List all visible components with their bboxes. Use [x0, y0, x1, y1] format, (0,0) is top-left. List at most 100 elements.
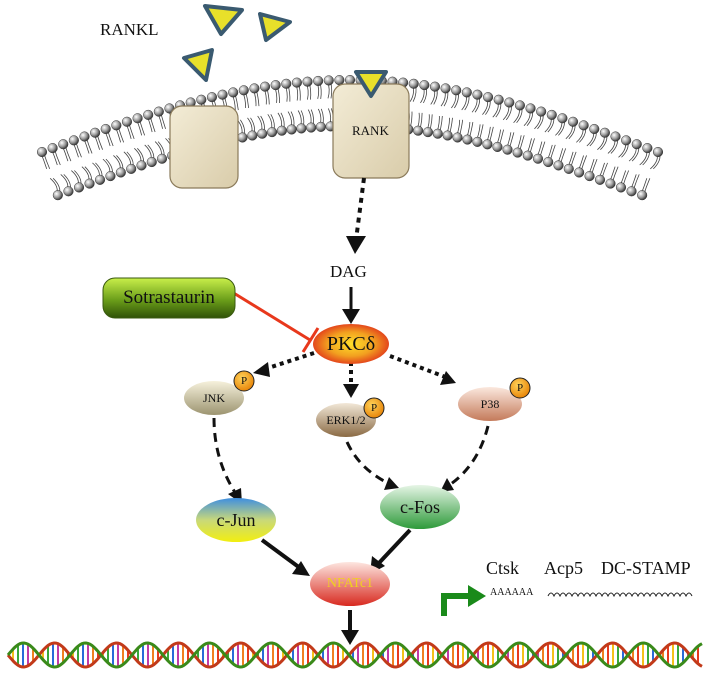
lipid-head [217, 89, 228, 100]
lipid-head [196, 94, 207, 105]
p38-phospho-badge [509, 377, 531, 399]
gene-ctsk: Ctsk [486, 558, 520, 578]
erk-label: ERK1/2 [326, 412, 366, 427]
lipid-head [472, 136, 483, 147]
lipid-head [153, 106, 164, 117]
lipid-head [315, 121, 326, 132]
lipid-head [536, 106, 547, 117]
lipid-head [546, 109, 557, 120]
lipid-head [502, 144, 513, 155]
lipid-head [94, 174, 106, 185]
lipid-head [557, 113, 568, 124]
lipid-head [525, 103, 536, 114]
cfos-label: c-Fos [400, 496, 440, 517]
lipid-head [100, 123, 111, 135]
lipid-head [493, 94, 504, 105]
lipid-head [472, 89, 483, 100]
lipid-head [143, 109, 154, 120]
lipid-head [136, 160, 147, 171]
sotrastaurin-label: Sotrastaurin [123, 287, 215, 308]
rankl-triangles [182, 4, 388, 98]
lipid-head [90, 127, 101, 138]
lipid-head [553, 160, 564, 171]
nfatc1-ellipse [310, 562, 390, 606]
lipid-head [344, 74, 356, 86]
lipid-head [419, 80, 430, 91]
lipid-head [334, 75, 345, 86]
p38-label: P38 [480, 396, 500, 411]
lipid-head [276, 125, 287, 136]
cjun-label: c-Jun [216, 509, 256, 530]
lipid-head [642, 143, 653, 154]
lipid-head [483, 92, 494, 103]
lipid-head [58, 139, 69, 150]
lipid-head [492, 141, 503, 152]
lipid-head [313, 75, 324, 86]
lipid-head [247, 130, 258, 141]
lipid-head [296, 123, 307, 134]
lipid-head [482, 139, 493, 150]
rank-label: RANK [352, 123, 389, 138]
lipid-head [68, 135, 79, 146]
lipid-head [440, 83, 451, 94]
nfatc1-label: NFATc1 [326, 576, 374, 591]
lipid-head [413, 125, 424, 136]
lipid-head [594, 174, 606, 185]
lipid-head [512, 147, 523, 158]
inhibition-line [231, 290, 311, 342]
lipid-head [79, 131, 90, 142]
lipid-head [432, 128, 443, 139]
lipid-head [206, 92, 217, 103]
lipid-head [461, 87, 472, 98]
lipid-head [652, 146, 664, 158]
pkc-delta-label: PKCδ [326, 332, 376, 355]
lipid-head [429, 81, 441, 92]
lipid-head [543, 156, 554, 168]
lipid-head [514, 100, 525, 111]
lipid-head [84, 178, 95, 189]
lipid-head [451, 85, 462, 96]
lipid-head [578, 120, 589, 131]
erk-phospho-label: P [370, 402, 378, 414]
membrane-channel [169, 105, 239, 189]
lipid-head [442, 130, 453, 141]
lipid-head [637, 190, 648, 201]
lipid-head [522, 150, 533, 161]
lipid-head [605, 178, 616, 189]
lipid-head [563, 163, 574, 174]
lipid-head [452, 132, 463, 143]
lipid-head [286, 124, 297, 135]
lipid-head [270, 80, 281, 91]
jnk-phospho-label: P [240, 375, 248, 387]
lipid-head [462, 134, 473, 145]
lipid-head [156, 153, 168, 164]
p38-ellipse [458, 387, 522, 421]
lipid-head [291, 77, 302, 88]
lipid-head [237, 132, 248, 143]
lipid-head [121, 116, 133, 127]
lipid-head [238, 85, 249, 96]
lipid-head [621, 135, 632, 146]
lipid-head [615, 182, 627, 193]
lipid-head [115, 167, 126, 178]
lipid-head [52, 190, 63, 201]
lipid-head [626, 186, 637, 197]
lipid-head [574, 167, 585, 178]
lipid-head [228, 87, 239, 98]
dna-strand [6, 641, 703, 669]
lipid-head [73, 182, 85, 193]
cjun-ellipse [196, 498, 276, 542]
lipid-head [610, 131, 621, 142]
jnk-phospho-badge [233, 370, 255, 392]
pkc-ellipse [313, 324, 389, 364]
lipid-head [584, 171, 595, 182]
transcription-arrow [441, 593, 472, 616]
gene-dc-stamp: DC-STAMP [601, 558, 691, 578]
lipid-head [266, 127, 278, 138]
sotrastaurin-box [102, 277, 236, 319]
lipid-head [281, 78, 292, 89]
jnk-label: JNK [202, 390, 225, 405]
lipid-head [631, 139, 642, 150]
lipid-head [36, 146, 48, 158]
